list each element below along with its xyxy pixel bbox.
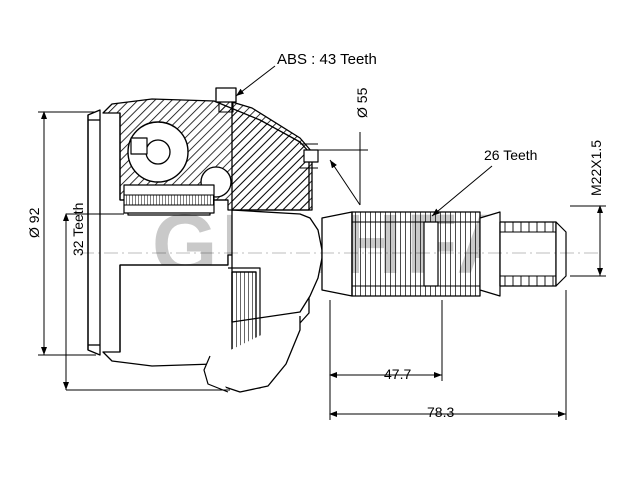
label-thread-m22: M22X1.5 (588, 139, 604, 196)
label-32-teeth: 32 Teeth (70, 202, 86, 256)
label-diameter-92: Ø 92 (26, 207, 42, 238)
label-length-47-7: 47.7 (384, 366, 412, 382)
label-length-78-3: 78.3 (427, 404, 455, 420)
label-abs-teeth: ABS : 43 Teeth (277, 51, 377, 68)
label-26-teeth: 26 Teeth (484, 147, 538, 163)
label-diameter-55: Ø 55 (354, 87, 370, 118)
